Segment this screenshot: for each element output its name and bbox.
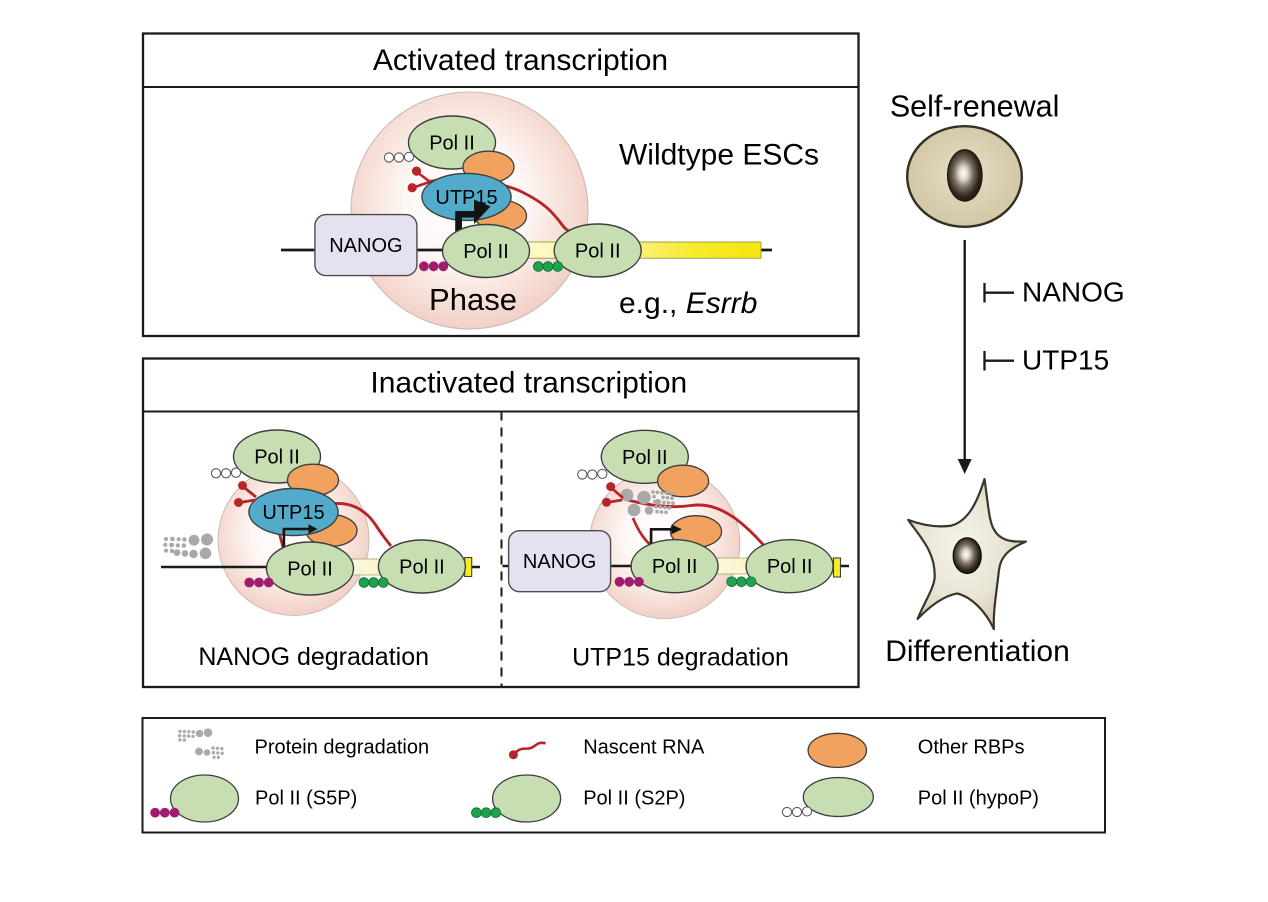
svg-text:Wildtype ESCs: Wildtype ESCs bbox=[619, 139, 819, 172]
svg-text:Pol II (S5P): Pol II (S5P) bbox=[255, 787, 357, 809]
svg-text:Differentiation: Differentiation bbox=[885, 635, 1070, 668]
svg-text:UTP15 degradation: UTP15 degradation bbox=[572, 644, 789, 672]
svg-text:Phase: Phase bbox=[429, 282, 517, 317]
svg-text:UTP15: UTP15 bbox=[1022, 345, 1109, 376]
svg-text:Pol II (S2P): Pol II (S2P) bbox=[583, 787, 685, 809]
svg-text:Activated transcription: Activated transcription bbox=[373, 44, 668, 77]
svg-text:NANOG: NANOG bbox=[1022, 277, 1125, 308]
svg-text:Nascent RNA: Nascent RNA bbox=[583, 736, 705, 758]
svg-text:NANOG degradation: NANOG degradation bbox=[198, 643, 429, 671]
svg-text:e.g., Esrrb: e.g., Esrrb bbox=[619, 287, 757, 320]
svg-text:Self-renewal: Self-renewal bbox=[890, 89, 1060, 123]
svg-text:Pol II (hypoP): Pol II (hypoP) bbox=[918, 787, 1039, 809]
svg-text:Other RBPs: Other RBPs bbox=[918, 736, 1025, 758]
svg-text:Inactivated transcription: Inactivated transcription bbox=[370, 366, 687, 399]
svg-text:Protein degradation: Protein degradation bbox=[255, 736, 430, 758]
